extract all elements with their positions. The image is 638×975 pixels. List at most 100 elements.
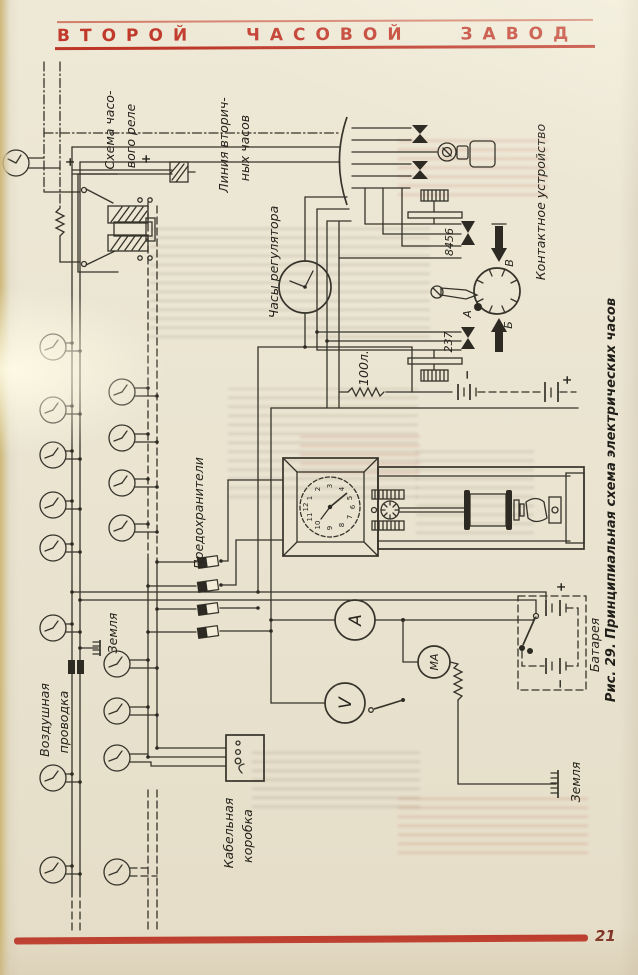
- measuring-panel: A MA V: [270, 599, 559, 798]
- secondary-line-label: ных часов: [237, 115, 252, 181]
- voltmeter-switch: [373, 699, 404, 710]
- contact-arrow-b: [491, 318, 507, 332]
- ground-left-label: Земля: [105, 612, 120, 653]
- milliammeter-label: MA: [428, 653, 441, 670]
- wire-numbers-lower: 237: [442, 332, 455, 353]
- knife-switch-pivot: [532, 612, 540, 620]
- contact-lever: [440, 287, 479, 300]
- relay-label: вого реле: [123, 103, 138, 168]
- secondary-clock: [39, 856, 82, 884]
- ground-symbol-left: [92, 641, 101, 655]
- supply-bus: [70, 590, 547, 602]
- dial-number: 3: [326, 484, 334, 488]
- secondary-clock: [103, 697, 159, 725]
- eye-terminal: [437, 142, 457, 162]
- fuse: [196, 624, 220, 640]
- secondary-clock: [39, 441, 82, 469]
- fuse-block: [146, 479, 284, 640]
- contact-jaw: [412, 125, 428, 134]
- battery-label: Батарея: [587, 617, 602, 672]
- dial-number: 11: [306, 513, 314, 522]
- secondary-clock: [103, 744, 152, 772]
- secondary-clock: [108, 469, 159, 497]
- cable-box-label: Кабельная: [221, 797, 236, 868]
- master-clock: 1 2 3 4 5 6 7 8 9 10 11 12: [282, 457, 585, 557]
- point-v-label: В: [503, 259, 516, 267]
- secondary-line-label: Линия вторич-: [216, 97, 231, 194]
- line-protection: [68, 640, 101, 674]
- overhead-wiring-label: проводка: [56, 691, 71, 754]
- left-distribution-bus: [71, 146, 81, 932]
- secondary-clocks-column-1: [39, 333, 82, 884]
- dial-number: 12: [302, 503, 310, 512]
- plug-body: [469, 140, 496, 168]
- fuse: [196, 554, 220, 570]
- middle-bus-lower: [147, 559, 158, 931]
- resistor-value-label: 100л.: [356, 350, 371, 386]
- contact-pin-a: [474, 303, 482, 311]
- figure-labels: Схема часо- вого реле Линия вторич- ных …: [37, 90, 619, 868]
- fuses-label: Предохранители: [191, 457, 206, 569]
- voltmeter-label: V: [336, 696, 356, 709]
- clock-relay-schematic: + +: [63, 154, 196, 561]
- secondary-clock: [39, 333, 82, 361]
- secondary-clock: [103, 650, 159, 678]
- battery-plus: +: [554, 582, 568, 592]
- regulator-clock: [257, 199, 413, 409]
- secondary-clock: [39, 614, 82, 642]
- series-resistor: [54, 207, 66, 237]
- contact-disc: [473, 267, 521, 315]
- resistor-100: [347, 386, 385, 398]
- relay-plus-sign: +: [139, 154, 153, 164]
- fuse: [196, 578, 220, 594]
- ground-symbol-right: [550, 772, 559, 794]
- point-b-label: Б: [502, 321, 515, 329]
- contact-arrow-v: [495, 226, 503, 248]
- secondary-line-feeders: [43, 132, 341, 163]
- secondary-clock: [39, 396, 82, 424]
- secondary-clock: [108, 424, 159, 452]
- relay-plus-sign: +: [63, 157, 77, 167]
- fuse: [196, 601, 220, 617]
- middle-drop-wires: [256, 346, 273, 704]
- secondary-clock: [39, 764, 82, 792]
- wire-numbers-upper: 8456: [443, 228, 456, 256]
- secondary-clock: [39, 534, 82, 562]
- cable-box: [146, 734, 265, 782]
- contact-device: 8456 В А Б 237: [270, 189, 579, 409]
- contact-battery-plus: +: [560, 375, 574, 385]
- overhead-wiring-label: Воздушная: [37, 683, 52, 757]
- dial-number: 7: [346, 515, 354, 519]
- secondary-clock: [39, 491, 82, 519]
- page-number: 21: [595, 927, 616, 945]
- point-a-label: А: [461, 310, 474, 319]
- dial-number: 4: [338, 486, 346, 491]
- secondary-clock: [103, 858, 158, 886]
- dial-number: 2: [314, 487, 322, 491]
- main-battery: + −: [517, 582, 587, 691]
- figure-caption: Рис. 29. Принципиальная схема электричес…: [604, 298, 619, 702]
- pendulum-bob: [525, 497, 548, 523]
- dial-number: 10: [314, 521, 322, 530]
- ground-right-label: Земля: [568, 761, 583, 802]
- secondary-clock: [108, 378, 159, 406]
- ammeter-label: A: [346, 614, 366, 627]
- contact-device-label: Контактное устройство: [533, 123, 548, 280]
- secondary-clock: [108, 514, 159, 542]
- dial-number: 6: [349, 504, 357, 509]
- secondary-clocks-column-3: [103, 650, 159, 886]
- cable-box-label: коробка: [240, 809, 255, 863]
- secondary-clocks-column-2: [108, 378, 159, 542]
- pendulum-coil: [469, 493, 507, 527]
- contact-jaw: [461, 221, 475, 233]
- regulator-clock-label: Часы регулятора: [266, 206, 281, 319]
- relay-label: Схема часо-: [102, 90, 117, 169]
- secondary-line-plug: [304, 116, 496, 247]
- dial-number: 9: [326, 526, 334, 530]
- dial-number: 1: [306, 496, 314, 500]
- dial-number: 8: [338, 523, 346, 527]
- battery-minus: −: [553, 679, 567, 689]
- contact-battery-minus: −: [460, 370, 474, 380]
